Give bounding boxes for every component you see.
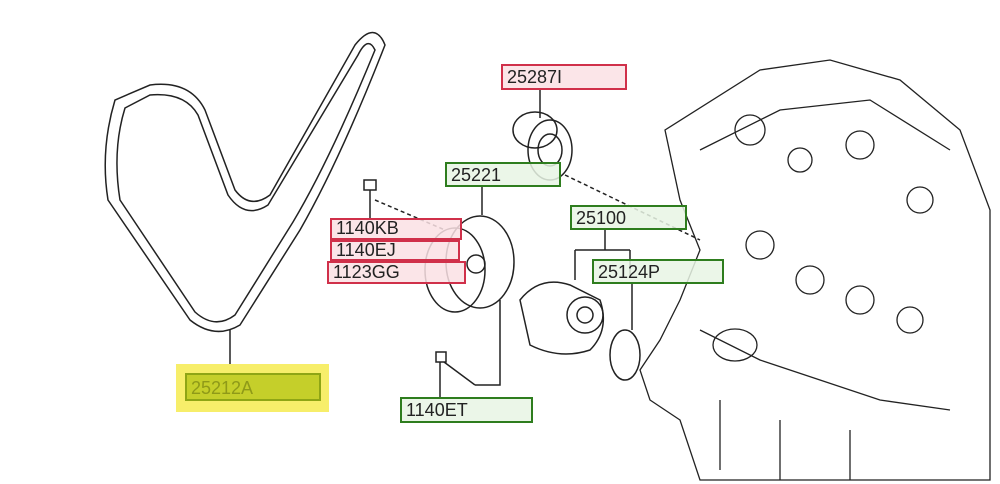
water-pump [475, 230, 641, 386]
engine-block [639, 59, 991, 481]
part-label-1123GG[interactable]: 1123GG [327, 261, 466, 284]
part-label-25124P[interactable]: 25124P [592, 259, 724, 284]
part-label-25100[interactable]: 25100 [570, 205, 687, 230]
bolt [363, 179, 476, 397]
part-label-1140KB[interactable]: 1140KB [330, 218, 462, 240]
part-label-1140ET[interactable]: 1140ET [400, 397, 533, 423]
part-label-25221[interactable]: 25221 [445, 162, 561, 187]
part-label-25212A[interactable]: 25212A [185, 373, 321, 401]
drive-belt [104, 31, 386, 333]
part-label-1140EJ[interactable]: 1140EJ [330, 240, 460, 261]
part-label-25287I[interactable]: 25287I [501, 64, 627, 90]
axis-line [564, 174, 701, 241]
